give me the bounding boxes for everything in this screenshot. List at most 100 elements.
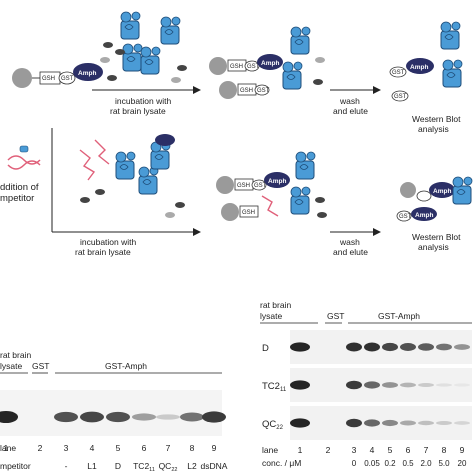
right-band-row-3-lane-5 bbox=[382, 419, 398, 427]
svg-text:GSH: GSH bbox=[240, 88, 253, 94]
right-band-row-1-lane-5 bbox=[382, 342, 398, 352]
left-header-lysate-1: rat brain bbox=[0, 350, 31, 360]
left-bands bbox=[0, 410, 226, 424]
right-conc-6: 5.0 bbox=[438, 459, 450, 468]
right-conc-5: 2.0 bbox=[420, 459, 432, 468]
left-lane-8: 8 bbox=[190, 443, 195, 453]
bead-icon bbox=[12, 68, 32, 88]
left-competitor-3: D bbox=[115, 461, 121, 471]
right-band-row-1-lane-3 bbox=[346, 342, 362, 352]
step1-line2: rat brain lysate bbox=[110, 106, 166, 116]
right-header-lysate-1: rat brain bbox=[260, 300, 291, 310]
right-band-row-2-lane-9 bbox=[454, 383, 470, 387]
right-lane-6: 6 bbox=[406, 445, 411, 455]
right-band-row-3-lane-3 bbox=[346, 418, 362, 428]
right-lane-4: 4 bbox=[370, 445, 375, 455]
right-row-sub-2: 11 bbox=[280, 387, 287, 393]
svg-text:Amph: Amph bbox=[410, 64, 428, 71]
bottom-step1-line1: incubation with bbox=[80, 237, 137, 247]
left-header-lysate-2: lysate bbox=[0, 361, 22, 371]
bottom-step3-line1: Western Blot bbox=[412, 232, 461, 242]
right-lane-5: 5 bbox=[388, 445, 393, 455]
svg-text:GST: GST bbox=[394, 94, 407, 100]
competitor-line2: mpetitor bbox=[0, 193, 34, 204]
left-band-lane-8 bbox=[180, 412, 204, 422]
step2-line2: and elute bbox=[333, 106, 368, 116]
right-row-label-2: TC211 bbox=[262, 381, 287, 393]
left-competitor-6: L2 bbox=[187, 461, 197, 471]
right-lane-label: lane bbox=[262, 445, 278, 455]
step2-line1: wash bbox=[339, 96, 360, 106]
right-lane-9: 9 bbox=[460, 445, 465, 455]
svg-text:GST: GST bbox=[247, 64, 260, 70]
right-band-row-1-lane-4 bbox=[364, 342, 380, 352]
eluted-bottom: Amph GST Amph bbox=[396, 176, 473, 222]
left-competitor-label: mpetitor bbox=[0, 461, 31, 471]
right-band-row-2-lane-7 bbox=[418, 382, 434, 388]
bound-complex-bottom: GSH GST Amph GSH bbox=[216, 151, 327, 221]
right-band-row-2-lane-3 bbox=[346, 380, 362, 390]
left-competitor-sub-4: 11 bbox=[149, 467, 155, 473]
right-lane-3: 3 bbox=[352, 445, 357, 455]
right-band-row-2-lane-8 bbox=[436, 383, 452, 387]
right-row-label-3: QC22 bbox=[262, 419, 284, 431]
right-band-row-3-lane-4 bbox=[364, 419, 380, 427]
right-lane-8: 8 bbox=[442, 445, 447, 455]
right-conc-3: 0.2 bbox=[384, 459, 396, 468]
left-lane-3: 3 bbox=[64, 443, 69, 453]
competitor-icon bbox=[7, 145, 41, 170]
svg-text:Amph: Amph bbox=[415, 212, 433, 219]
right-band-row-1-lane-9 bbox=[454, 344, 470, 350]
scheme-bottom-row: ddition of mpetitor incubation with rat … bbox=[0, 128, 473, 257]
left-band-lane-4 bbox=[80, 411, 104, 423]
right-band-row-2-lane-5 bbox=[382, 382, 398, 388]
svg-text:GST: GST bbox=[399, 214, 412, 220]
left-competitor-4: TC211 bbox=[133, 461, 155, 473]
right-conc-1: 0 bbox=[352, 459, 357, 468]
lysate-cloud-bottom bbox=[79, 134, 185, 218]
right-header-lysate-2: lysate bbox=[260, 311, 282, 321]
left-band-lane-1 bbox=[0, 410, 18, 424]
lysate-cloud-top bbox=[100, 11, 187, 83]
gsh-label: GSH bbox=[42, 76, 55, 82]
right-conc-7: 20 bbox=[458, 459, 467, 468]
right-band-row-3-lane-6 bbox=[400, 420, 416, 426]
right-band-row-1-lane-7 bbox=[418, 343, 434, 351]
left-header-gst: GST bbox=[32, 361, 49, 371]
svg-text:GSH: GSH bbox=[230, 64, 243, 70]
blot-right: rat brain lysate GST GST-Amph DTC211QC22… bbox=[260, 300, 472, 468]
bottom-step2-line1: wash bbox=[339, 237, 360, 247]
right-row-label-1: D bbox=[262, 343, 269, 354]
left-lane-4: 4 bbox=[90, 443, 95, 453]
right-band-row-1-lane-1 bbox=[290, 342, 310, 352]
svg-text:GSH: GSH bbox=[237, 183, 250, 189]
left-band-lane-7 bbox=[156, 414, 180, 420]
right-band-row-3-lane-8 bbox=[436, 420, 452, 426]
left-lane-7: 7 bbox=[166, 443, 171, 453]
svg-text:Amph: Amph bbox=[261, 60, 279, 67]
right-band-row-3-lane-9 bbox=[454, 421, 470, 425]
right-band-row-3-lane-7 bbox=[418, 420, 434, 426]
left-lane-6: 6 bbox=[142, 443, 147, 453]
amph-label: Amph bbox=[78, 70, 96, 77]
left-lane-9: 9 bbox=[212, 443, 217, 453]
step3-line1: Western Blot bbox=[412, 114, 461, 124]
right-band-row-2-lane-6 bbox=[400, 382, 416, 388]
right-row-sub-3: 22 bbox=[276, 425, 283, 431]
left-competitor-2: L1 bbox=[87, 461, 97, 471]
right-band-row-2-lane-1 bbox=[290, 380, 310, 390]
svg-text:GST: GST bbox=[257, 88, 270, 94]
left-band-lane-9 bbox=[202, 411, 226, 423]
left-lane-label: lane bbox=[0, 443, 16, 453]
right-conc-label: conc. / μM bbox=[262, 458, 301, 468]
competitor-line1: ddition of bbox=[0, 182, 39, 193]
gst-label: GST bbox=[61, 76, 74, 82]
right-header-gst-amph: GST-Amph bbox=[378, 311, 420, 321]
left-band-lane-5 bbox=[106, 411, 130, 423]
